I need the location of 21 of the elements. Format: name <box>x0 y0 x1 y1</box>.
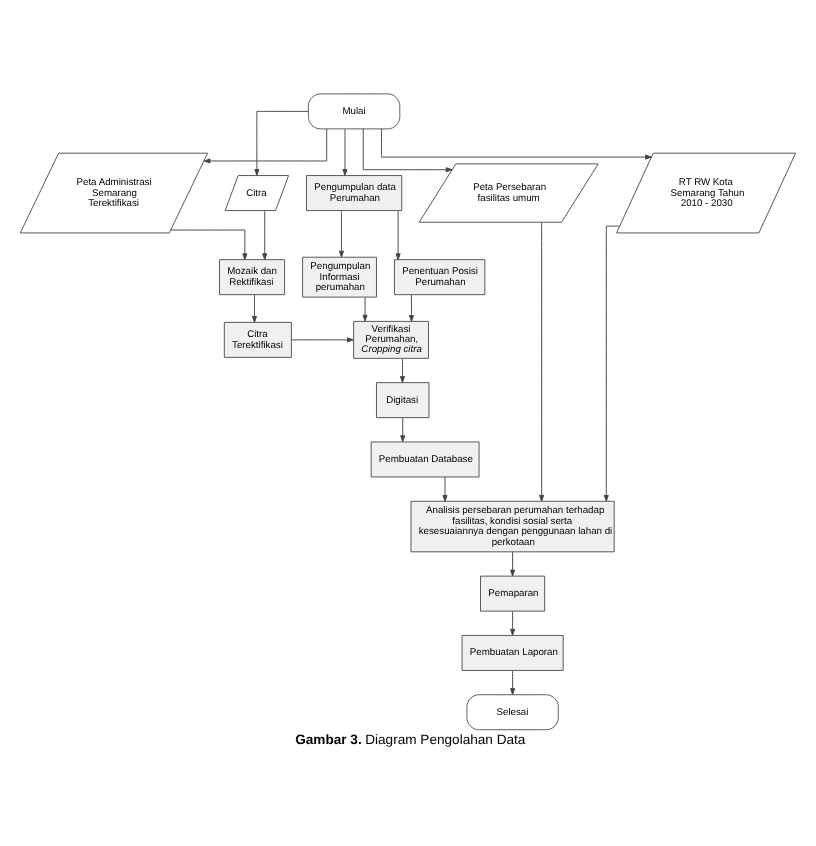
arrow <box>381 128 652 160</box>
arrow <box>442 476 448 502</box>
arrow <box>291 337 354 343</box>
arrow <box>362 296 368 322</box>
arrow <box>254 110 309 176</box>
arrow <box>170 229 248 261</box>
arrow <box>262 210 268 261</box>
arrow <box>399 358 405 383</box>
arrow <box>408 294 414 322</box>
arrow <box>362 128 453 173</box>
arrow <box>395 210 401 261</box>
arrow <box>603 225 620 502</box>
arrow <box>342 128 348 176</box>
arrow <box>510 610 516 636</box>
arrow <box>400 417 406 443</box>
arrow <box>338 210 344 258</box>
arrow <box>203 128 328 164</box>
arrow <box>251 294 257 323</box>
arrow <box>510 551 516 577</box>
arrow <box>510 670 516 695</box>
arrow <box>539 221 545 502</box>
